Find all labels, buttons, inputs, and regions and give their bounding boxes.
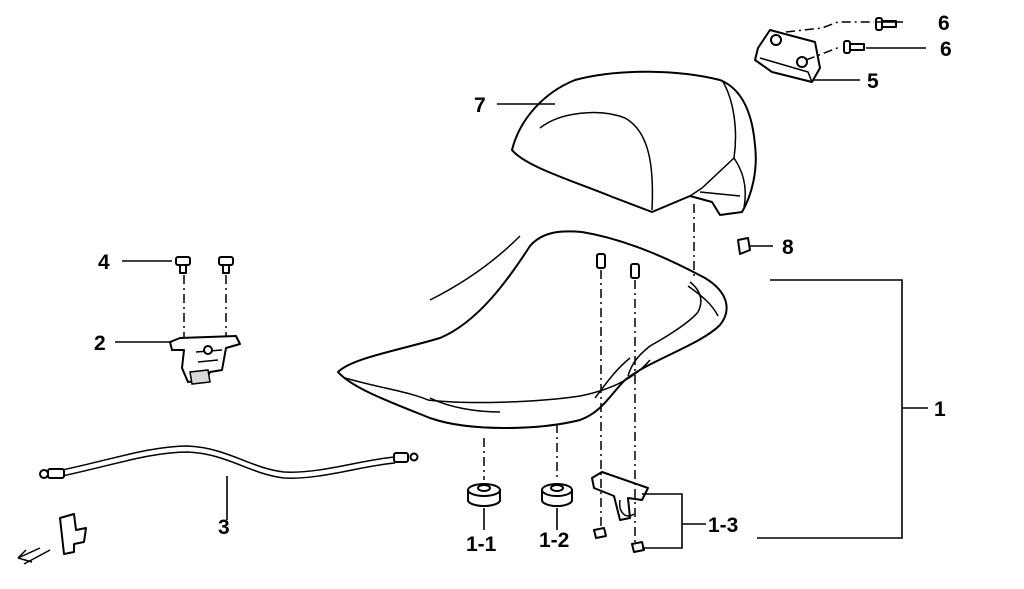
seat-lock-cable: [39, 445, 419, 479]
label-part-6-upper: 6: [938, 12, 950, 35]
label-part-7: 7: [474, 94, 486, 117]
bracket-bolts: [596, 253, 640, 279]
screw-lower: [843, 40, 865, 54]
label-part-1-1: 1-1: [466, 533, 497, 556]
label-part-1-3: 1-3: [708, 514, 738, 537]
label-part-2: 2: [94, 332, 106, 355]
rear-seat-cushion: [511, 70, 757, 216]
rubber-damper-1-2: [541, 483, 573, 507]
screw-upper: [875, 17, 897, 31]
label-part-8: 8: [782, 236, 794, 259]
clip-nut: [737, 237, 751, 255]
seat-bracket: [754, 29, 821, 83]
seat-latch: [169, 335, 241, 385]
label-part-6-lower: 6: [940, 38, 952, 61]
label-part-4: 4: [98, 251, 110, 274]
label-part-5: 5: [867, 70, 879, 93]
label-part-3: 3: [218, 516, 230, 539]
label-part-1-2: 1-2: [539, 529, 569, 552]
bracket-nuts: [593, 527, 645, 553]
leader-lines: [115, 21, 928, 549]
main-seat: [337, 230, 728, 429]
latch-bolts: [175, 256, 234, 274]
seat-hook-bracket: [591, 471, 649, 521]
front-direction-arrow-icon: [17, 513, 87, 565]
rubber-damper-1-1: [467, 483, 501, 507]
label-part-1: 1: [934, 398, 946, 421]
